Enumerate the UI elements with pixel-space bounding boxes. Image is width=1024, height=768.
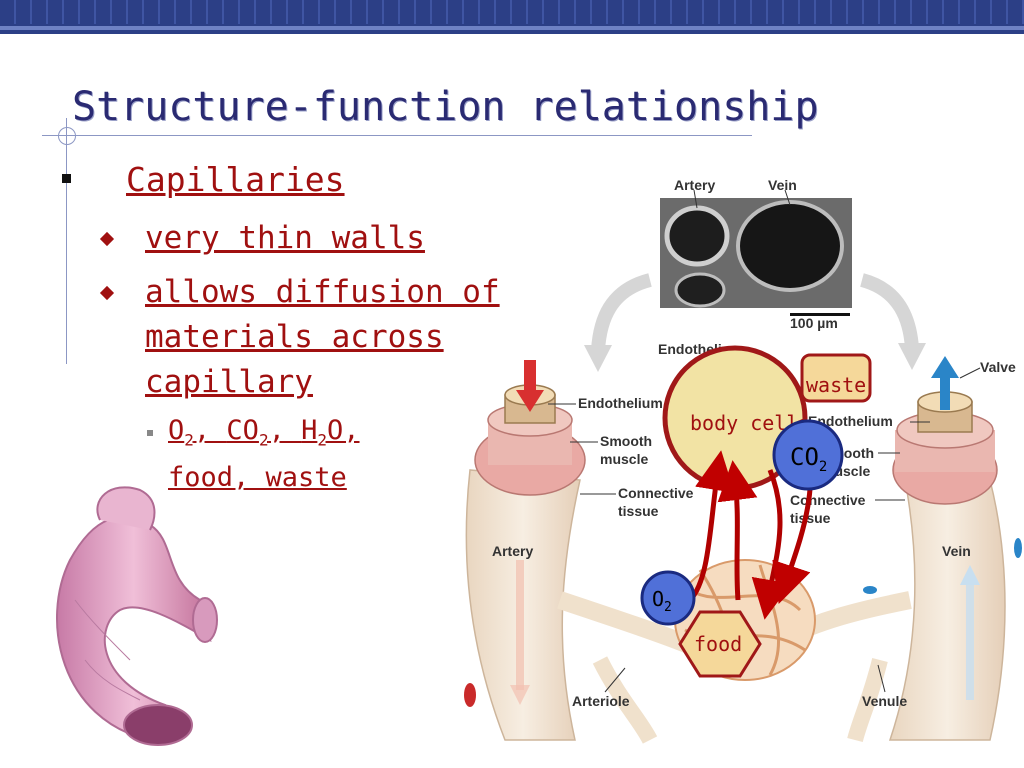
bullet-line-4: capillary <box>145 364 313 400</box>
label-artery-bottom: Artery <box>492 543 533 559</box>
food-diffusion-arrow <box>717 460 758 601</box>
co2-text: CO <box>226 415 259 446</box>
header-line <box>0 26 1024 30</box>
left-guide-line <box>66 118 67 364</box>
waste-box <box>800 353 872 403</box>
label-artery-top: Artery <box>674 177 715 193</box>
o2-label: O2 <box>652 587 672 615</box>
h2o-sub: 2 <box>317 430 327 450</box>
slide-header-bar <box>0 0 1024 34</box>
capillary-tube-illustration <box>56 486 218 746</box>
food-label: food <box>694 632 742 656</box>
o2-sub: 2 <box>184 430 194 450</box>
food-hexagon <box>678 610 762 678</box>
sep-2: , <box>268 415 302 446</box>
label-vein-top: Vein <box>768 177 797 193</box>
title-guide-line <box>42 135 752 136</box>
co2-label: CO2 <box>790 443 827 475</box>
label-valve: Valve <box>980 359 1016 375</box>
co2-sub: 2 <box>258 430 269 450</box>
label-endothelium-right: Endothelium <box>808 413 893 429</box>
o2-molecule <box>640 570 696 626</box>
label-smooth-muscle-left-2: muscle <box>600 451 648 467</box>
bullet-line-1: very thin walls <box>145 220 425 256</box>
bullet-square-icon <box>62 174 71 183</box>
label-connective-left-2: tissue <box>618 503 659 519</box>
micrograph-image <box>660 198 852 316</box>
artery-vessel <box>464 360 586 741</box>
co2-label-main: CO <box>790 443 819 471</box>
bullet-line-2: allows diffusion of <box>145 274 500 310</box>
h2o-o: O, <box>327 415 360 446</box>
bullet-line-3: materials across <box>145 319 444 355</box>
sub-bullet-line-2: food, waste <box>168 462 347 494</box>
o2-text: O <box>168 415 185 446</box>
co2-label-sub: 2 <box>819 459 827 475</box>
vein-vessel <box>863 356 1022 741</box>
bullet-heading: Capillaries <box>126 160 345 199</box>
label-venule: Venule <box>862 693 907 709</box>
crosshair-decoration <box>58 127 76 145</box>
label-connective-right-1: Connective <box>790 492 866 508</box>
slide-title: Structure-function relationship <box>72 84 819 130</box>
bullet-small-square-icon <box>147 430 153 436</box>
o2-diffusion-arrow <box>688 450 735 602</box>
waste-label: waste <box>806 373 866 397</box>
label-endothelium-left: Endothelium <box>578 395 663 411</box>
label-vein-bottom: Vein <box>942 543 971 559</box>
co2-molecule <box>772 419 844 491</box>
o2-label-sub: 2 <box>664 600 672 615</box>
body-cell-label: body cell <box>690 411 798 435</box>
co2-diffusion-arrow <box>751 469 792 620</box>
label-arteriole: Arteriole <box>572 693 630 709</box>
label-connective-right-2: tissue <box>790 510 831 526</box>
o2-label-main: O <box>652 587 664 611</box>
header-stripes <box>0 0 1024 24</box>
sub-bullet-text: O2, CO2, H2O, food, waste <box>168 412 360 497</box>
h2o-h: H <box>301 415 318 446</box>
label-smooth-muscle-left-1: Smooth <box>600 433 652 449</box>
label-connective-left-1: Connective <box>618 485 694 501</box>
label-scale: 100 µm <box>790 315 838 331</box>
sep-1: , <box>193 415 227 446</box>
